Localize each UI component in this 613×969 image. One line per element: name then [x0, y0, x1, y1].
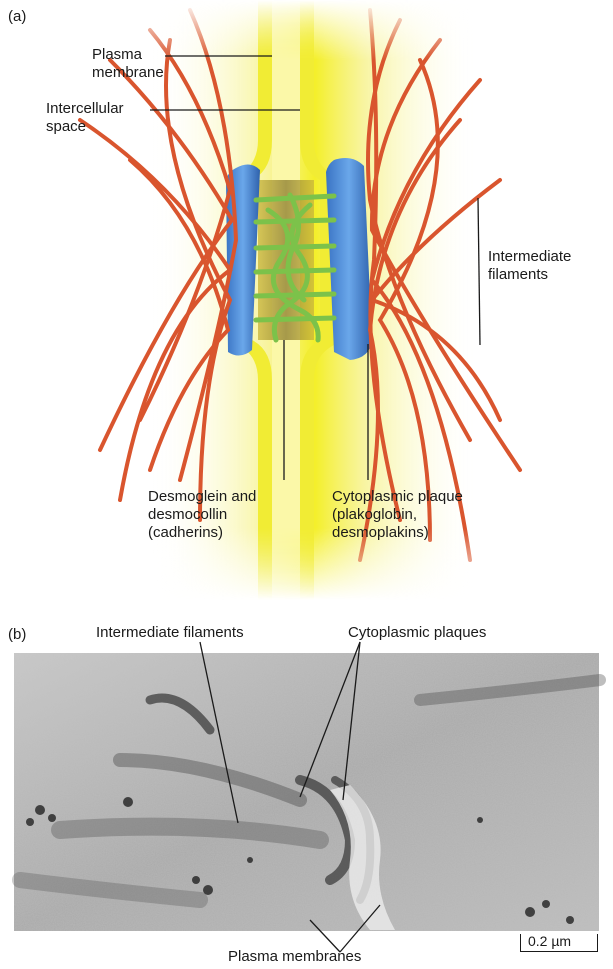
label-cytoplasmic-plaque: Cytoplasmic plaque (plakoglobin, desmopl… [332, 488, 463, 542]
label-intermediate-filaments-b: Intermediate filaments [96, 624, 244, 642]
scale-bar-label: 0.2 µm [528, 932, 571, 950]
label-intermediate-filaments-a: Intermediate filaments [488, 248, 571, 284]
panel-b-tag: (b) [8, 626, 26, 643]
label-desmoglein: Desmoglein and desmocollin (cadherins) [148, 488, 256, 542]
desmosome-diagram [0, 0, 613, 600]
label-cytoplasmic-plaques: Cytoplasmic plaques [348, 624, 486, 642]
label-plasma-membranes: Plasma membranes [228, 948, 361, 966]
label-plasma-membrane: Plasma membrane [92, 46, 164, 82]
label-intercellular-space: Intercellular space [46, 100, 124, 136]
